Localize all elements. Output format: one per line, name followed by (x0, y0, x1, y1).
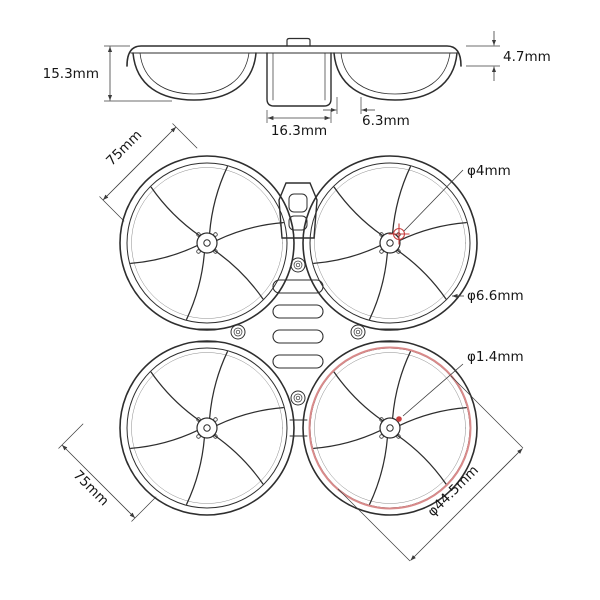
hub-hole-marker (396, 416, 402, 422)
dim-line-duct-diameter (410, 448, 523, 561)
highlighted-duct-circle (308, 346, 472, 510)
label-center-width: 16.3mm (271, 123, 327, 139)
side-left-duct-bowl (132, 52, 257, 101)
side-top-bump (286, 37, 311, 47)
camera-mount-slot-upper (288, 193, 308, 213)
leader-hole-4mm (403, 169, 464, 232)
label-rim-66mm: φ6.6mm (467, 288, 524, 304)
side-right-duct-bowl (333, 52, 458, 101)
label-duct-diameter: φ44.5mm (424, 462, 481, 519)
camera-mount-slot-lower (288, 215, 308, 231)
side-view-dimensions (104, 31, 500, 123)
dim-line-wheelbase-lower (61, 444, 136, 519)
battery-slot-4 (272, 354, 324, 369)
ext-lines-top-band (466, 45, 500, 67)
duct-rear-left (119, 340, 295, 516)
leader-hole-14mm (402, 363, 464, 417)
top-view (119, 155, 478, 516)
mount-hole-marker (388, 223, 410, 245)
side-view (126, 37, 462, 107)
frame-bridges (195, 328, 402, 437)
ext-lines-overall-height (104, 45, 172, 102)
top-view-dimensions (58, 123, 524, 562)
side-deck-outline (126, 45, 462, 67)
ext-lines-duct-diameter (337, 375, 524, 562)
battery-slot-3 (272, 329, 324, 344)
label-wheelbase-upper: 75mm (103, 127, 145, 169)
battery-slot-2 (272, 304, 324, 319)
battery-slot-1 (272, 279, 324, 294)
screw-post-bottom (290, 390, 306, 406)
duct-front-left (119, 155, 295, 331)
label-overall-height: 15.3mm (43, 66, 99, 82)
label-hole-4mm: φ4mm (467, 163, 511, 179)
side-right-duct-inner (340, 52, 451, 95)
screw-post-right (350, 324, 366, 340)
ext-lines-center-width (266, 110, 332, 123)
label-top-band-height: 4.7mm (503, 49, 551, 65)
ext-ticks-wheelbase-upper (99, 123, 198, 222)
side-center-box (266, 52, 332, 107)
camera-mount-outline (278, 182, 318, 239)
label-gap-width: 6.3mm (362, 113, 410, 129)
ext-lines-gap (336, 97, 362, 114)
ext-ticks-wheelbase-lower (58, 423, 157, 522)
side-left-duct-inner (139, 52, 250, 95)
screw-post-top (290, 257, 306, 273)
label-hole-14mm: φ1.4mm (467, 349, 524, 365)
dim-line-wheelbase-upper (102, 126, 177, 201)
screw-post-left (230, 324, 246, 340)
side-center-box-inner (272, 52, 326, 101)
